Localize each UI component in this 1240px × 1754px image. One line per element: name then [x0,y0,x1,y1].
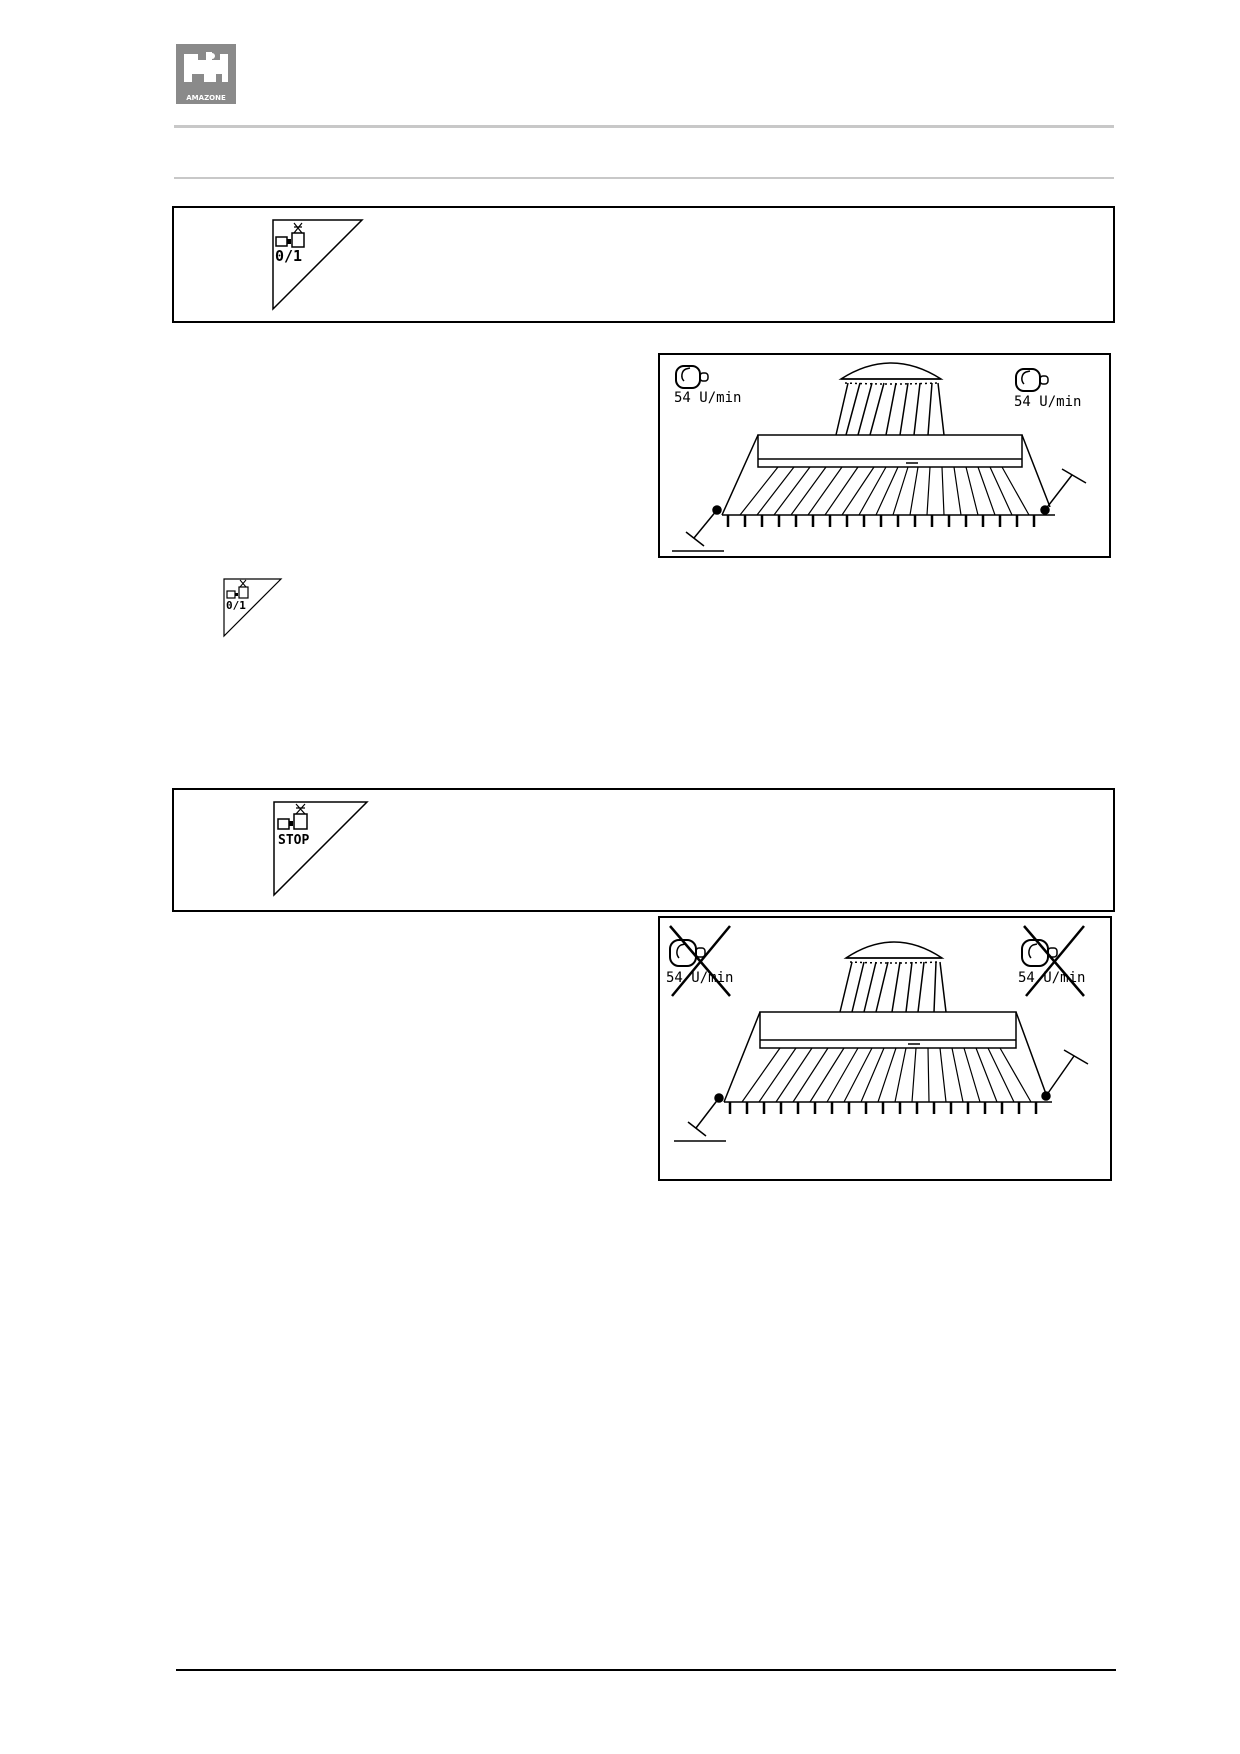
left-rpm-readout-stopped: 54 U/min [666,970,733,986]
distributor-bar-stopped [723,1011,1052,1103]
seeder-running-diagram: 54 U/min 54 U/min [672,362,1087,552]
right-rpm-readout-stopped: 54 U/min [1018,970,1085,986]
shaft-stopped-left-icon [669,925,731,997]
track-marker-right-stopped [1041,1049,1089,1101]
track-marker-left-stopped [674,1093,726,1142]
distributor-bar [721,434,1055,516]
key-0-1-inline-label: 0/1 [226,599,246,612]
track-marker-right [1040,468,1087,515]
track-marker-left [672,505,724,552]
shaft-rotation-right-icon [1015,368,1049,392]
shaft-stopped-right-icon [1021,925,1085,997]
seed-hopper [835,362,945,436]
footer-rule [176,1669,1116,1671]
key-0-1-label: 0/1 [275,247,302,265]
right-rpm-readout: 54 U/min [1014,394,1081,410]
key-0-1-icon: 0/1 [272,219,364,311]
key-description-box-2 [172,788,1115,912]
logo-text: AMAZONE [186,94,226,102]
seed-coulters-stopped [728,1047,1038,1114]
key-stop-icon: STOP [273,801,369,897]
seeder-stopped-diagram: 54 U/min 54 U/min [666,925,1089,1142]
display-panel-2 [658,916,1112,1181]
shaft-rotation-left-icon [675,365,709,389]
seed-coulters [726,466,1036,527]
key-0-1-inline-icon: 0/1 [223,578,283,638]
key-description-box-1 [172,206,1115,323]
header-rule-top [174,125,1114,128]
key-stop-label: STOP [278,833,309,848]
display-panel-1 [658,353,1111,558]
header-rule-bottom [174,177,1114,179]
amazone-logo-icon: AMAZONE [176,44,236,104]
brand-logo: AMAZONE [176,44,236,104]
left-rpm-readout: 54 U/min [674,390,741,406]
seed-hopper-stopped [839,941,947,1013]
